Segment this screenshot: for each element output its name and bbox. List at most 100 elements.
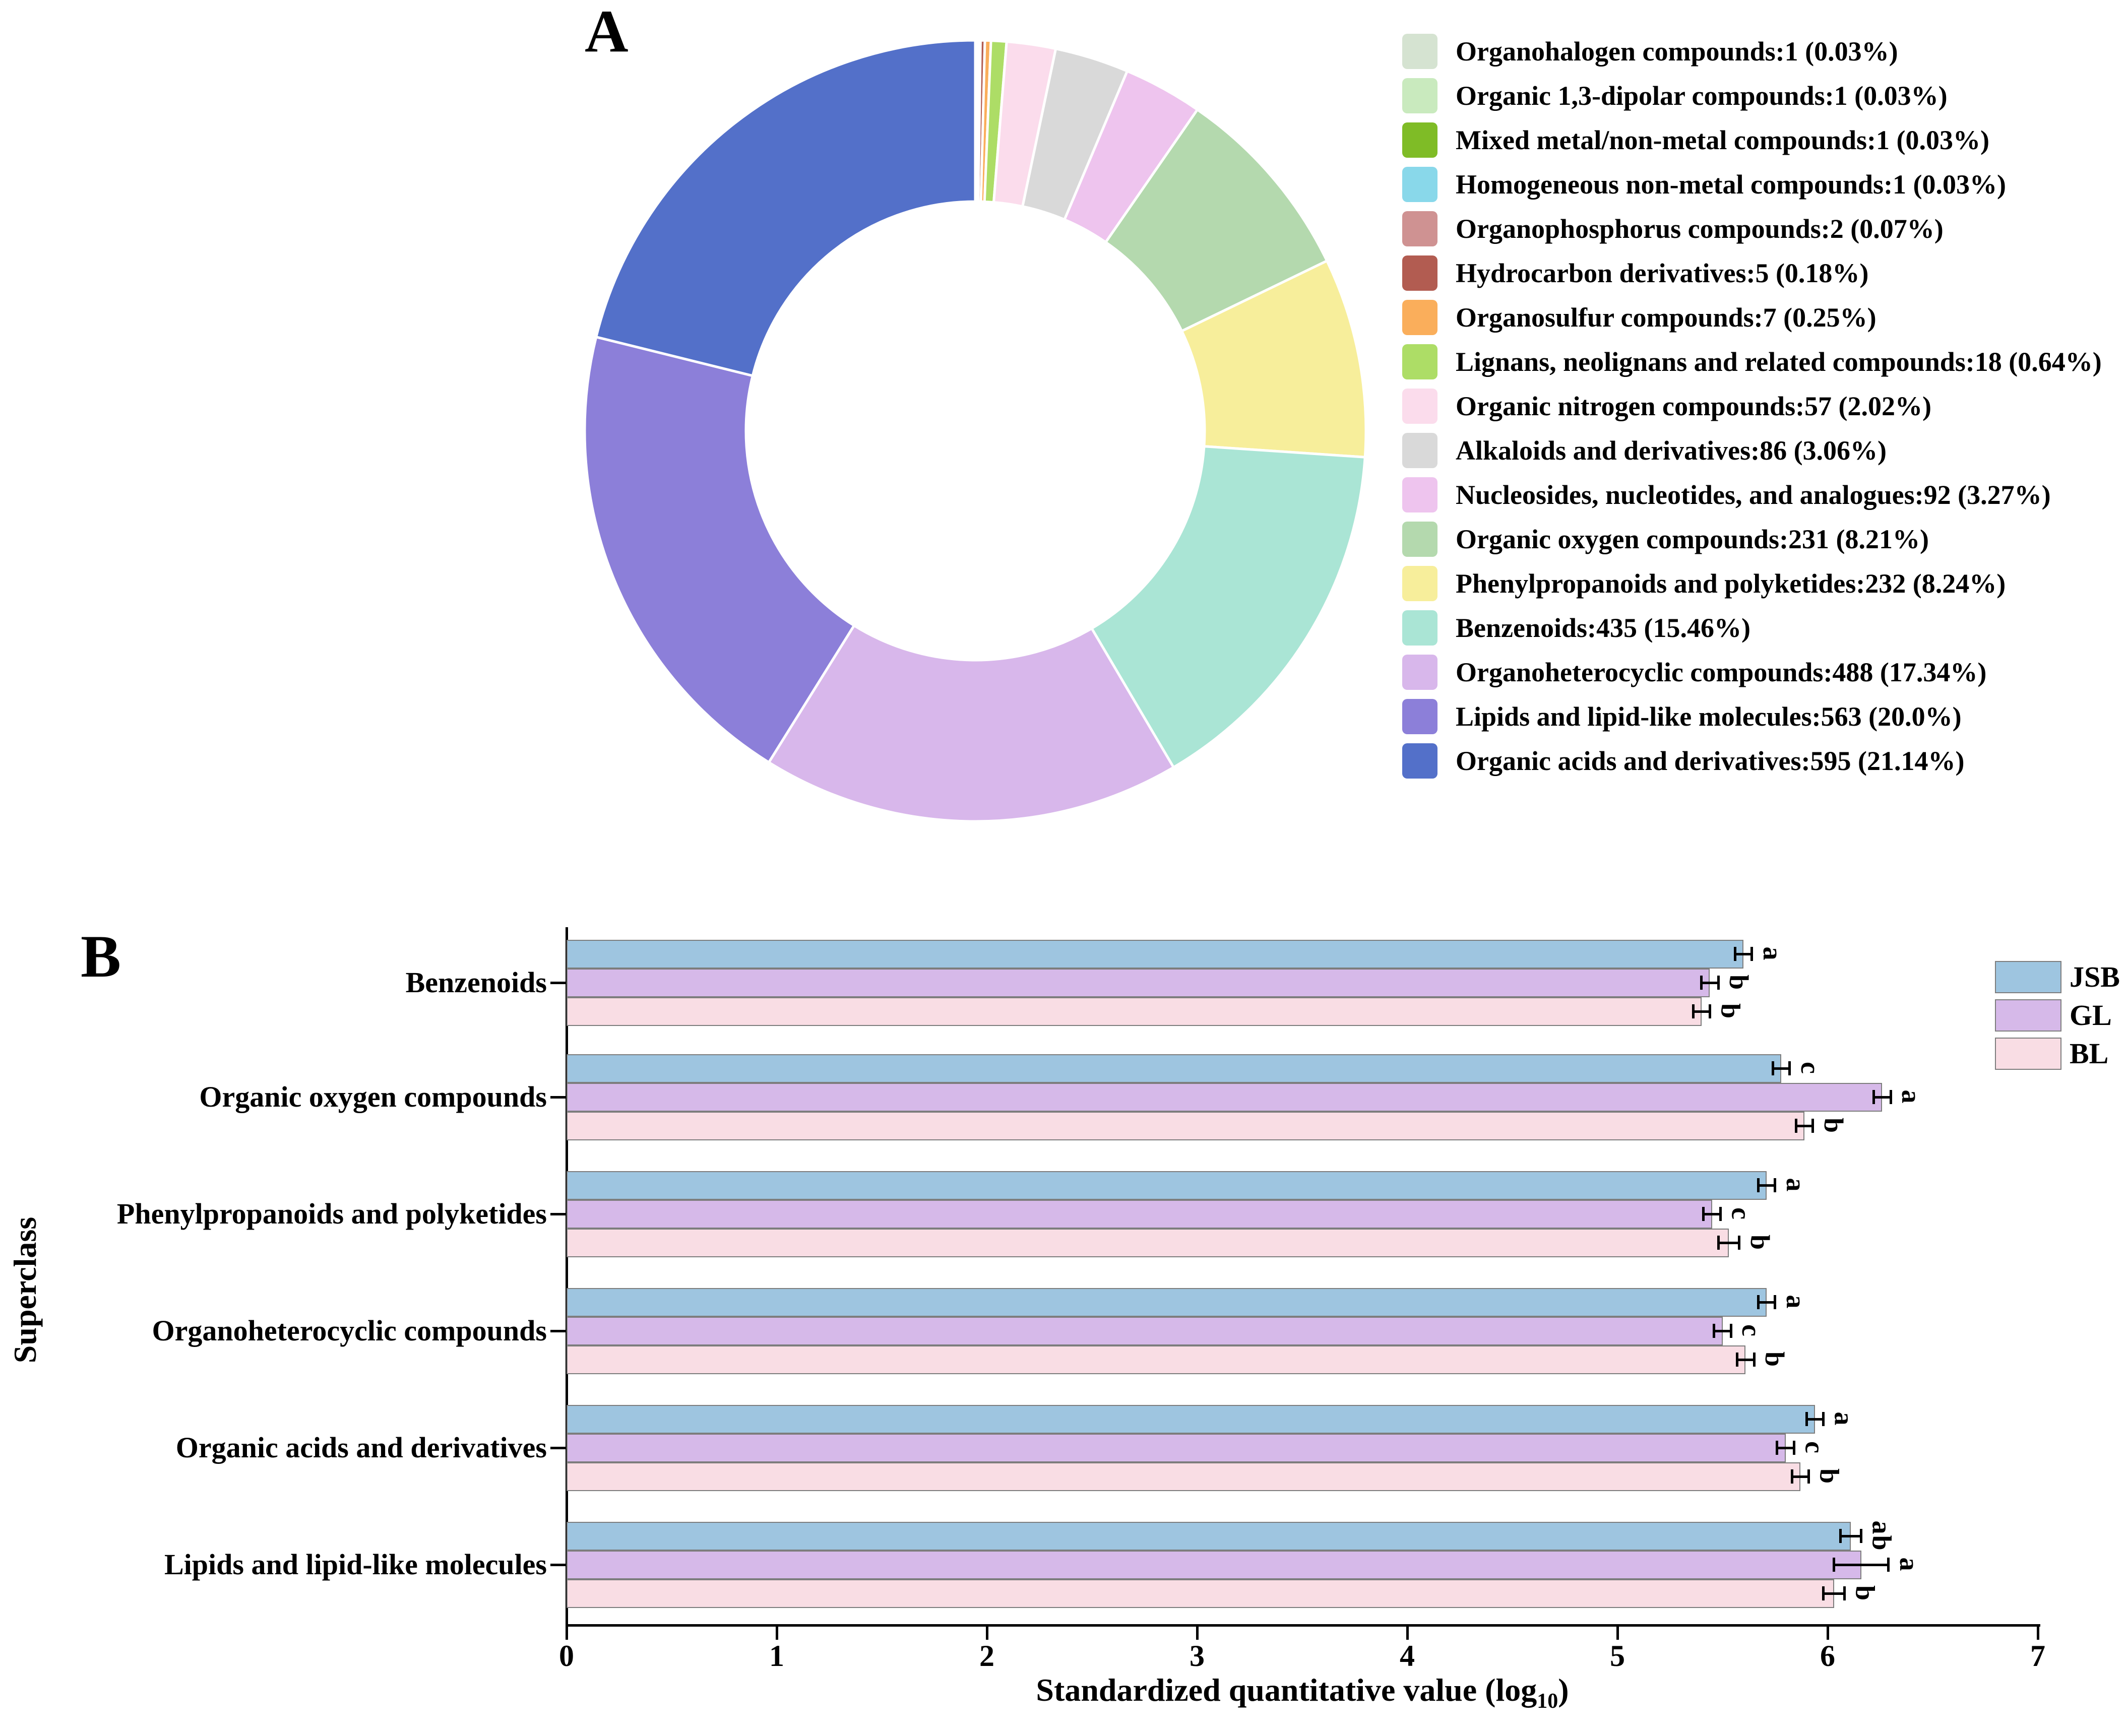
- significance-letter: b: [1715, 1003, 1746, 1020]
- pie-legend-label: Organoheterocyclic compounds:488 (17.34%…: [1456, 657, 1987, 687]
- significance-letter: a: [1894, 1557, 1924, 1572]
- pie-legend-swatch: [1402, 167, 1437, 202]
- error-bar-cap: [1807, 1469, 1810, 1484]
- error-bar: [1796, 1124, 1813, 1127]
- significance-letter: ab: [1866, 1520, 1897, 1552]
- error-bar-cap: [1822, 1412, 1825, 1426]
- error-bar-cap: [1750, 947, 1754, 961]
- significance-letter: b: [1814, 1468, 1845, 1485]
- pie-legend-label: Benzenoids:435 (15.46%): [1456, 613, 1750, 643]
- error-bar: [1758, 1301, 1775, 1304]
- pie-legend-swatch: [1402, 255, 1437, 291]
- pie-legend-swatch: [1402, 389, 1437, 424]
- significance-letter: c: [1799, 1441, 1830, 1454]
- pie-legend-label: Nucleosides, nucleotides, and analogues:…: [1456, 480, 2051, 510]
- pie-legend-swatch: [1402, 78, 1437, 113]
- x-axis-title-text: Standardized quantitative value (log: [1036, 1672, 1537, 1708]
- x-tick-label: 0: [559, 1639, 574, 1673]
- pie-legend-label: Hydrocarbon derivatives:5 (0.18%): [1456, 258, 1869, 288]
- pie-legend-swatch: [1402, 522, 1437, 557]
- bar-bl-5: [567, 1579, 1834, 1608]
- pie-legend-swatch: [1402, 610, 1437, 646]
- pie-legend-label: Organic oxygen compounds:231 (8.21%): [1456, 524, 1929, 554]
- error-bar-cap: [1805, 1412, 1808, 1426]
- pie-legend-swatch: [1402, 655, 1437, 690]
- significance-letter: c: [1736, 1324, 1767, 1337]
- significance-letter: b: [1724, 974, 1755, 991]
- x-tick: [986, 1626, 988, 1640]
- category-label: Lipids and lipid-like molecules: [164, 1548, 547, 1581]
- bar-legend-label: BL: [2070, 1037, 2109, 1070]
- category-label: Organic oxygen compounds: [199, 1080, 547, 1113]
- significance-letter: b: [1818, 1117, 1849, 1134]
- significance-letter: b: [1850, 1585, 1881, 1602]
- significance-letter: a: [1757, 946, 1788, 961]
- error-bar-cap: [1713, 1324, 1716, 1338]
- error-bar: [1693, 1010, 1710, 1013]
- error-bar: [1703, 1212, 1721, 1215]
- significance-letter: a: [1780, 1295, 1811, 1310]
- error-bar-cap: [1772, 1061, 1775, 1075]
- pie-slice: [595, 39, 977, 377]
- error-bar-cap: [1776, 1441, 1779, 1455]
- x-axis-title-close: ): [1558, 1672, 1569, 1708]
- error-bar-cap: [1790, 1469, 1793, 1484]
- bar-jsb-1: [567, 1054, 1782, 1083]
- error-bar-cap: [1717, 1236, 1720, 1250]
- y-tick: [550, 1330, 566, 1332]
- x-tick-label: 1: [769, 1639, 784, 1673]
- error-bar-cap: [1860, 1529, 1863, 1543]
- error-bar: [1834, 1563, 1889, 1566]
- pie-legend-label: Alkaloids and derivatives:86 (3.06%): [1456, 435, 1887, 466]
- pie-legend-swatch: [1402, 699, 1437, 734]
- error-bar: [1773, 1067, 1790, 1070]
- pie-legend-swatch: [1402, 300, 1437, 335]
- panel-a-label: A: [585, 0, 629, 65]
- bar-bl-4: [567, 1462, 1800, 1491]
- x-axis-title: Standardized quantitative value (log10): [899, 1674, 1706, 1712]
- x-tick-label: 6: [1820, 1639, 1835, 1673]
- pie-legend-item: Homogeneous non-metal compounds:1 (0.03%…: [1402, 162, 2102, 207]
- pie-legend-swatch: [1402, 566, 1437, 601]
- bar-gl-3: [567, 1316, 1723, 1345]
- error-bar: [1737, 1358, 1755, 1361]
- error-bar-cap: [1719, 1207, 1722, 1221]
- error-bar-cap: [1729, 1324, 1732, 1338]
- error-bar: [1873, 1096, 1891, 1099]
- y-axis-title: Superclass: [7, 1216, 43, 1364]
- bar-bl-2: [567, 1228, 1729, 1257]
- x-tick: [566, 1626, 568, 1640]
- bar-gl-4: [567, 1433, 1786, 1462]
- pie-legend-item: Organic acids and derivatives:595 (21.14…: [1402, 739, 2102, 783]
- error-bar-cap: [1833, 1558, 1835, 1572]
- x-tick: [2037, 1626, 2039, 1640]
- error-bar-cap: [1843, 1586, 1846, 1600]
- error-bar: [1777, 1446, 1794, 1449]
- pie-legend-label: Organosulfur compounds:7 (0.25%): [1456, 302, 1876, 333]
- error-bar: [1792, 1475, 1809, 1478]
- significance-letter: a: [1780, 1178, 1811, 1193]
- x-tick-label: 2: [979, 1639, 994, 1673]
- pie-slice: [1090, 445, 1366, 769]
- error-bar-cap: [1774, 1178, 1777, 1192]
- pie-legend-item: Alkaloids and derivatives:86 (3.06%): [1402, 428, 2102, 473]
- category-label: Organoheterocyclic compounds: [152, 1314, 547, 1347]
- pie-slice: [583, 336, 856, 764]
- bar-legend-label: JSB: [2070, 960, 2120, 993]
- bar-gl-2: [567, 1199, 1712, 1229]
- x-tick: [776, 1626, 778, 1640]
- error-bar-cap: [1702, 1207, 1705, 1221]
- error-bar-cap: [1692, 1004, 1695, 1018]
- x-tick: [1196, 1626, 1199, 1640]
- error-bar-cap: [1788, 1061, 1791, 1075]
- pie-legend-item: Phenylpropanoids and polyketides:232 (8.…: [1402, 561, 2102, 606]
- y-tick: [550, 1564, 566, 1566]
- pie-legend-swatch: [1402, 211, 1437, 246]
- error-bar: [1823, 1592, 1845, 1595]
- bar-jsb-4: [567, 1404, 1815, 1434]
- bar-legend-label: GL: [2070, 999, 2112, 1032]
- panel-b-label: B: [81, 923, 121, 990]
- pie-legend-item: Nucleosides, nucleotides, and analogues:…: [1402, 473, 2102, 517]
- pie-legend-item: Mixed metal/non-metal compounds:1 (0.03%…: [1402, 118, 2102, 162]
- x-axis-title-subscript: 10: [1537, 1689, 1558, 1713]
